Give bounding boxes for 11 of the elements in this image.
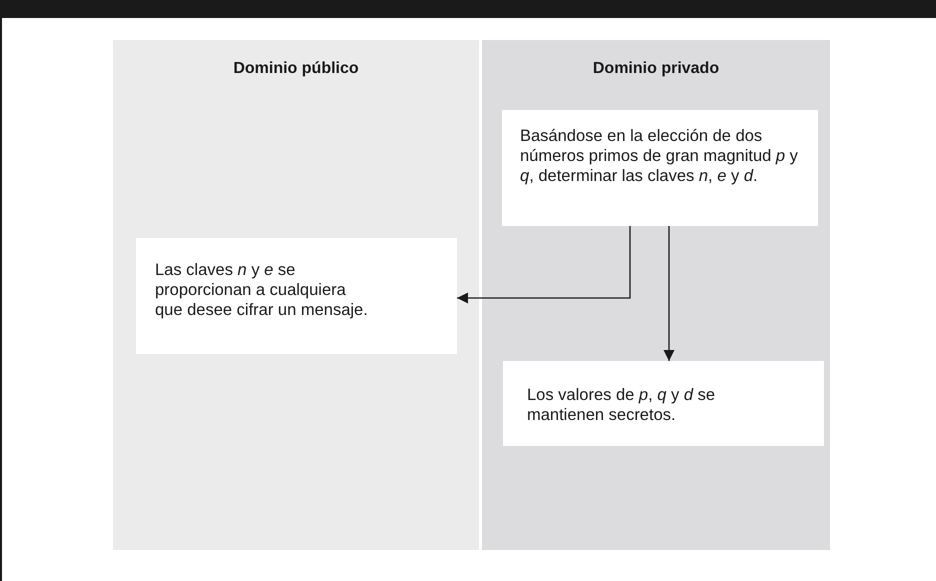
box-text: Basándose en la elección de dos números primos de gran magnitud p y q, determinar las claves n, e y d. bbox=[520, 126, 799, 186]
domain-panel bbox=[482, 40, 830, 550]
box-text: Los valores de p, q y d se mantienen secretos. bbox=[527, 385, 716, 425]
panel-heading: Dominio privado bbox=[592, 60, 720, 78]
domain-panel bbox=[113, 40, 479, 550]
arrow bbox=[457, 226, 631, 304]
text-box bbox=[502, 110, 818, 226]
arrow bbox=[664, 226, 674, 361]
panel-heading: Dominio público bbox=[232, 60, 360, 78]
text-box bbox=[136, 238, 457, 354]
text-box bbox=[503, 361, 824, 446]
